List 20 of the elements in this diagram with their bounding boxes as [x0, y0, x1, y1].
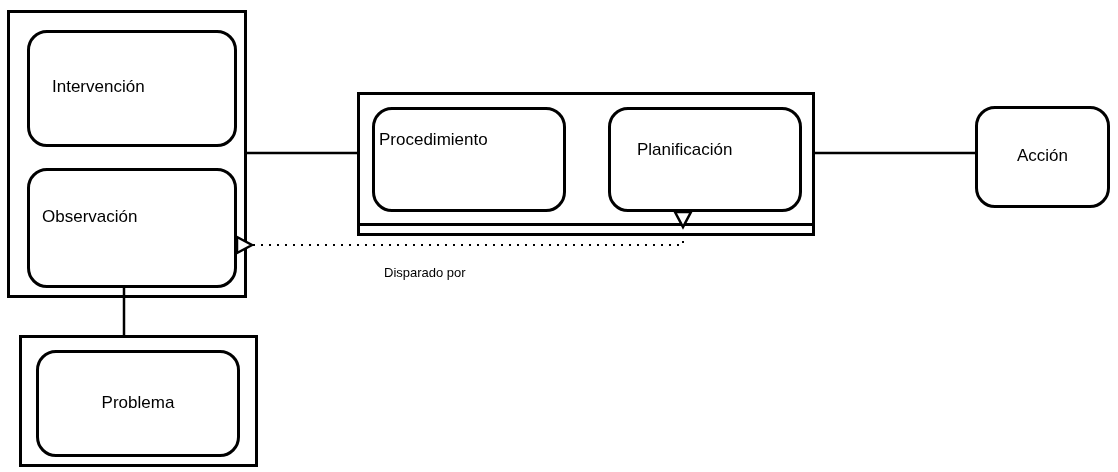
node-label: Problema — [100, 392, 176, 413]
container-box — [357, 92, 815, 236]
edge-label: Disparado por — [384, 265, 466, 280]
rounded-process-box — [372, 107, 566, 212]
container-box — [19, 335, 258, 467]
connector-line — [122, 288, 126, 335]
node-label: Observación — [42, 207, 138, 227]
rounded-process-box — [27, 168, 237, 288]
rounded-process-box — [608, 107, 802, 212]
container-box — [7, 10, 247, 298]
dotted-connector — [235, 210, 693, 255]
node-label: Procedimiento — [379, 130, 488, 150]
node-label: Planificación — [637, 140, 733, 160]
rounded-process-box — [975, 106, 1110, 208]
node-label: Acción — [1016, 146, 1069, 166]
connector-line — [247, 151, 357, 155]
node-label: Intervención — [52, 77, 145, 97]
rounded-process-box — [36, 350, 240, 457]
rounded-process-box — [27, 30, 237, 147]
connector-line — [815, 151, 975, 155]
